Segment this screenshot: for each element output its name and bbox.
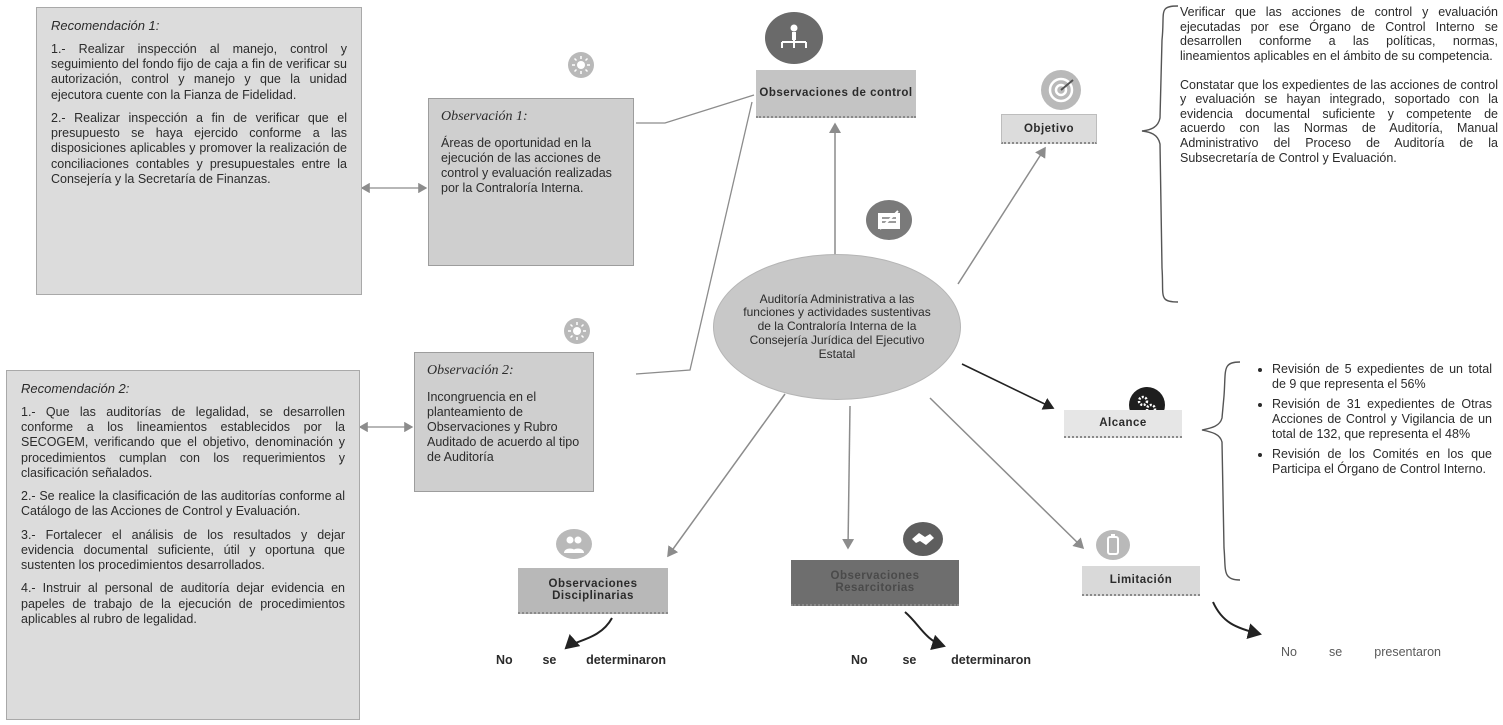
result-disciplinarias: No se determinaron xyxy=(496,653,666,668)
link-center-alcance xyxy=(961,363,1055,410)
link-center-disciplinarias xyxy=(667,393,786,558)
document-icon xyxy=(866,200,912,240)
recommendation-1-item: 1.- Realizar inspección al manejo, contr… xyxy=(51,41,347,102)
alcance-item: Revisión de 5 expedientes de un total de… xyxy=(1272,362,1492,391)
people-icon xyxy=(556,529,592,559)
alcance-item: Revisión de 31 expedientes de Otras Acci… xyxy=(1272,397,1492,441)
observation-1-title: Observación 1: xyxy=(441,109,528,124)
alcance-label: Alcance xyxy=(1064,410,1182,438)
brace-alcance xyxy=(1201,361,1241,581)
observation-1-text: Áreas de oportunidad en la ejecución de … xyxy=(441,135,612,195)
recommendation-2-item: 3.- Fortalecer el análisis de los result… xyxy=(21,527,345,573)
observaciones-control-label: Observaciones de control xyxy=(756,70,916,118)
objetivo-description: Verificar que las acciones de control y … xyxy=(1180,5,1498,179)
sun-icon xyxy=(564,318,590,344)
observaciones-disciplinarias-label: Observaciones Disciplinarias xyxy=(518,568,668,614)
target-icon xyxy=(1041,70,1081,110)
observation-1-box: Observación 1: Áreas de oportunidad en l… xyxy=(428,98,634,266)
recommendation-2-item: 1.- Que las auditorías de legalidad, se … xyxy=(21,404,345,480)
org-chart-icon xyxy=(765,12,823,64)
curl-arrow-limitacion xyxy=(1212,601,1262,639)
alcance-text: Alcance xyxy=(1099,417,1147,429)
result-limitacion-text: No se presentaron xyxy=(1281,645,1441,659)
alcance-list: Revisión de 5 expedientes de un total de… xyxy=(1258,362,1492,482)
objetivo-paragraph: Constatar que los expedientes de las acc… xyxy=(1180,77,1498,165)
objetivo-label: Objetivo xyxy=(1001,114,1097,144)
observaciones-resarcitorias-text: Observaciones Resarcitorias xyxy=(830,570,920,594)
objetivo-paragraph: Verificar que las acciones de control y … xyxy=(1180,5,1498,63)
observation-2-title: Observación 2: xyxy=(427,363,514,378)
recommendation-2-item: 4.- Instruir al personal de auditoría de… xyxy=(21,581,345,626)
observation-2-text: Incongruencia en el planteamiento de Obs… xyxy=(427,389,580,464)
observaciones-control-text: Observaciones de control xyxy=(759,87,913,99)
curl-arrow-disciplinarias xyxy=(564,617,613,650)
alcance-item: Revisión de los Comités en los que Parti… xyxy=(1272,447,1492,476)
observation-2-box: Observación 2: Incongruencia en el plant… xyxy=(414,352,594,492)
battery-icon xyxy=(1096,530,1130,560)
recommendation-1-title: Recomendación 1: xyxy=(51,18,160,33)
objetivo-text: Objetivo xyxy=(1023,122,1074,135)
recommendation-1-box: Recomendación 1: 1.- Realizar inspección… xyxy=(36,7,362,295)
recommendation-2-title: Recomendación 2: xyxy=(21,381,130,396)
brace-objetivo xyxy=(1141,5,1179,303)
observaciones-resarcitorias-label: Observaciones Resarcitorias xyxy=(791,560,959,606)
link-center-limitacion xyxy=(929,397,1085,550)
link-center-objetivo xyxy=(957,146,1046,285)
center-topic-text: Auditoría Administrativa a las funciones… xyxy=(743,291,931,361)
limitacion-label: Limitación xyxy=(1082,566,1200,596)
recommendation-2-item: 2.- Se realice la clasificación de las a… xyxy=(21,489,345,519)
curl-arrow-resarcitorias xyxy=(904,611,946,651)
recommendation-1-item: 2.- Realizar inspección a fin de verific… xyxy=(51,110,347,186)
link-obs1-control xyxy=(636,94,755,124)
result-disciplinarias-text: No se determinaron xyxy=(496,653,666,667)
recommendation-2-box: Recomendación 2: 1.- Que las auditorías … xyxy=(6,370,360,720)
result-resarcitorias-text: No se determinaron xyxy=(851,653,1031,667)
sun-icon xyxy=(568,52,594,78)
center-topic: Auditoría Administrativa a las funciones… xyxy=(713,254,961,400)
handshake-icon xyxy=(903,522,943,556)
observaciones-disciplinarias-text: Observaciones Disciplinarias xyxy=(548,578,638,602)
link-center-resarcitorias xyxy=(842,405,855,550)
result-limitacion: No se presentaron xyxy=(1281,645,1441,660)
result-resarcitorias: No se determinaron xyxy=(851,653,1031,668)
limitacion-text: Limitación xyxy=(1109,574,1173,586)
